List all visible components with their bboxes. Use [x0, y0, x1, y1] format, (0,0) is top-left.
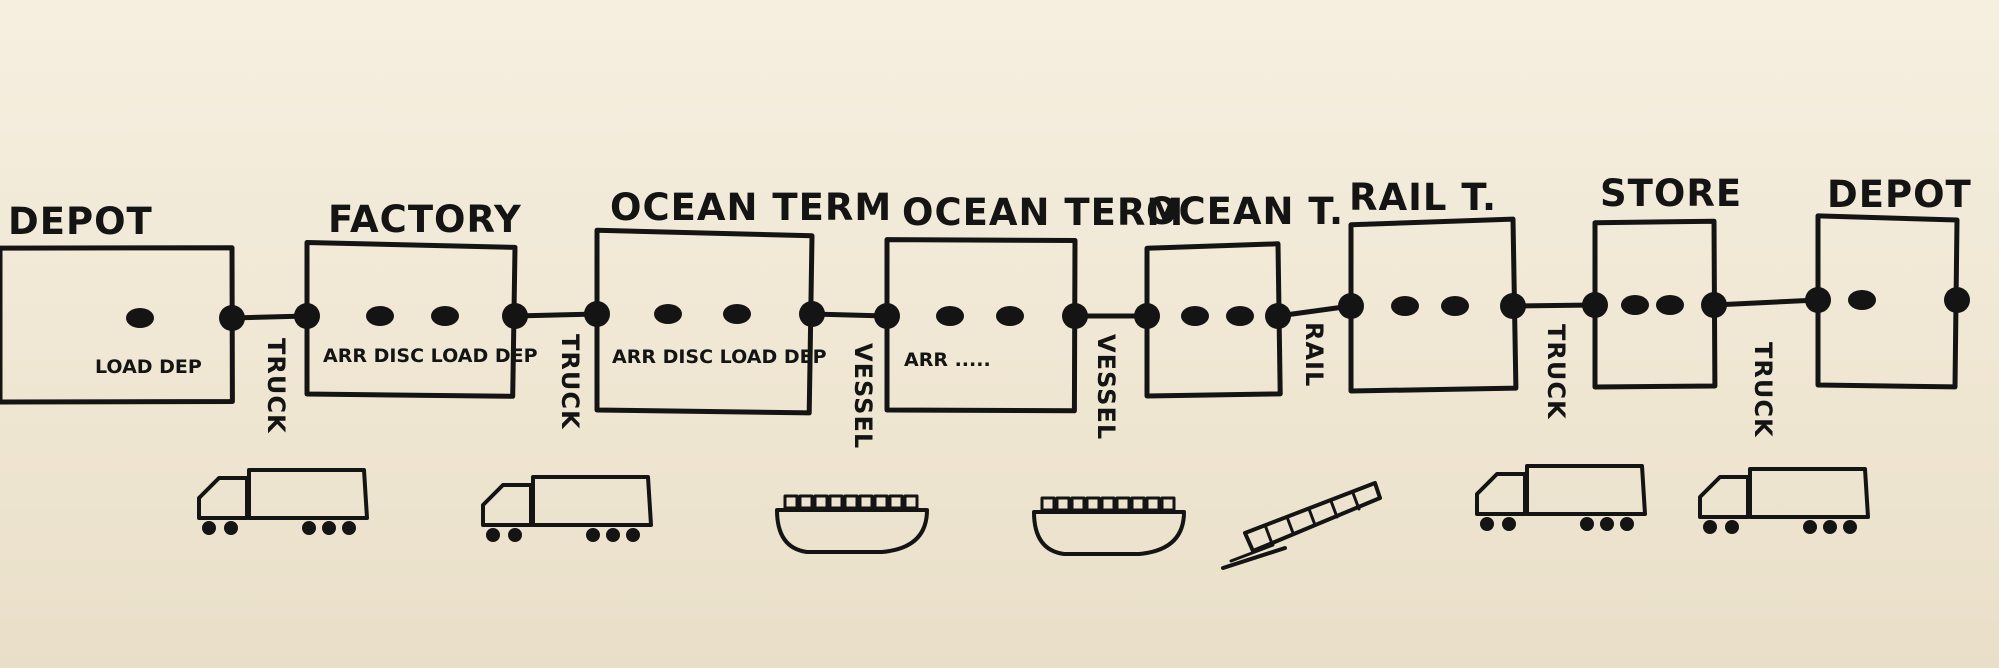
leg-connector: [1275, 303, 1354, 319]
node-6: RAIL T.: [1338, 176, 1526, 394]
node-1: DEPOT LOAD DEP: [0, 200, 245, 405]
node-5: OCEAN T.: [1134, 190, 1344, 399]
event-dot: [1181, 306, 1209, 326]
node-3: OCEAN TERM ARR DISC LOAD DEP: [584, 186, 892, 416]
leg-connector: [1510, 302, 1598, 309]
event-dot: [654, 304, 682, 324]
event-dot: [1441, 296, 1469, 316]
leg-6: TRUCK: [1475, 302, 1647, 531]
event-dot: [996, 306, 1024, 326]
event-dot: [1391, 296, 1419, 316]
leg-connector: [1711, 297, 1821, 308]
node-title: OCEAN T.: [1146, 190, 1344, 233]
leg-mode-label: TRUCK: [556, 334, 584, 430]
node-2: FACTORY ARR DISC LOAD DEP: [294, 198, 538, 399]
node-7: STORE: [1582, 172, 1742, 390]
leg-mode-label: TRUCK: [1542, 324, 1570, 420]
leg-mode-label: TRUCK: [262, 338, 290, 434]
node-steps: LOAD DEP: [95, 356, 202, 378]
event-dot: [126, 308, 154, 328]
node-title: OCEAN TERM: [902, 191, 1184, 234]
node-box: [594, 227, 815, 416]
node-title: STORE: [1600, 172, 1742, 215]
node-4: OCEAN TERM ARR .....: [874, 191, 1184, 414]
leg-mode-label: RAIL: [1300, 322, 1328, 387]
event-dot: [723, 304, 751, 324]
node-box: [1592, 218, 1718, 390]
leg-4: VESSEL: [1032, 313, 1186, 556]
leg-5: RAIL: [1221, 303, 1382, 570]
event-dot: [1226, 306, 1254, 326]
node-title: RAIL T.: [1349, 176, 1497, 219]
event-dot: [366, 306, 394, 326]
node-8: DEPOT: [1805, 173, 1972, 390]
truck-sketch: [197, 468, 369, 535]
node-title: DEPOT: [8, 200, 153, 243]
vessel-sketch: [775, 494, 929, 554]
node-box: [884, 237, 1078, 414]
node-title: FACTORY: [328, 198, 522, 241]
train-sketch: [1221, 481, 1382, 570]
event-dot: [1656, 295, 1684, 315]
node-box: [0, 245, 235, 405]
leg-mode-label: VESSEL: [849, 343, 877, 449]
node-steps: ARR .....: [904, 349, 991, 371]
node-box: [1815, 213, 1960, 390]
event-dot: [1621, 295, 1649, 315]
node-title: OCEAN TERM: [610, 186, 892, 229]
truck-sketch: [1475, 464, 1647, 531]
leg-connector: [809, 311, 890, 319]
node-steps: ARR DISC LOAD DEP: [612, 346, 827, 368]
event-dot: [936, 306, 964, 326]
port-dot: [1944, 287, 1970, 313]
leg-2: TRUCK: [481, 311, 653, 542]
leg-1: TRUCK: [197, 313, 369, 535]
node-title: DEPOT: [1827, 173, 1972, 216]
leg-mode-label: TRUCK: [1749, 342, 1777, 438]
leg-connector: [512, 311, 600, 319]
leg-3: VESSEL: [775, 311, 929, 554]
node-box: [1144, 241, 1283, 399]
event-dot: [431, 306, 459, 326]
node-box: [304, 240, 518, 399]
leg-mode-label: VESSEL: [1092, 334, 1120, 440]
vessel-sketch: [1032, 496, 1186, 556]
node-box: [1348, 216, 1519, 394]
leg-7: TRUCK: [1698, 297, 1870, 534]
leg-connector: [229, 313, 310, 321]
truck-sketch: [481, 475, 653, 542]
node-steps: ARR DISC LOAD DEP: [323, 345, 538, 367]
truck-sketch: [1698, 467, 1870, 534]
event-dot: [1848, 290, 1876, 310]
